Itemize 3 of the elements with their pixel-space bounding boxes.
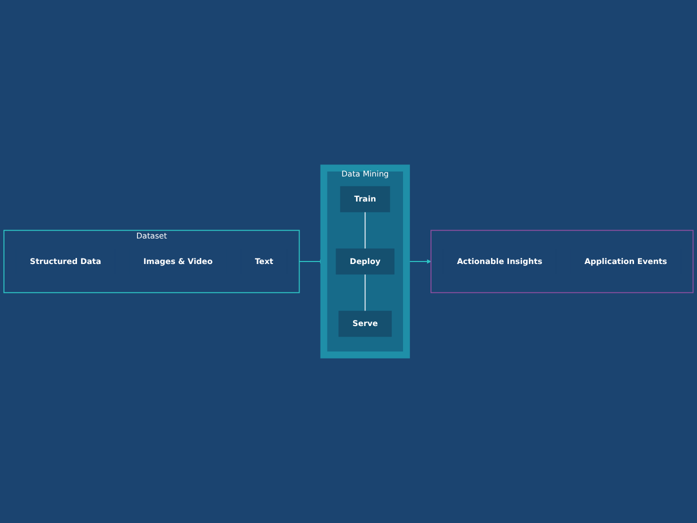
cluster [430,230,694,294]
connector [364,274,366,312]
connector [364,211,366,250]
